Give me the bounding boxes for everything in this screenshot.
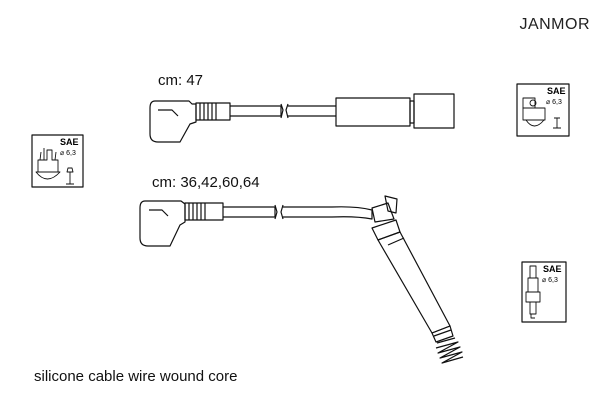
bottom-cable-spring-terminal: [435, 337, 464, 364]
top-cable-straight-boot: [335, 97, 411, 127]
sae-badge-left-title: SAE: [60, 137, 79, 147]
bottom-cable-plug-boot: [371, 219, 454, 343]
bottom-cable: [139, 195, 464, 364]
sae-badge-left-spec: ⌀ 6,3: [60, 150, 76, 157]
top-cable-wire: [230, 105, 282, 117]
bottom-cable-sleeve: [184, 202, 224, 221]
sae-badge-right-top-title: SAE: [547, 86, 566, 96]
sae-badge-right-bottom-title: SAE: [543, 264, 562, 274]
bottom-cable-wire: [223, 206, 276, 218]
sae-badge-left: [31, 134, 84, 188]
top-cable-terminal-cap: [413, 93, 455, 129]
bottom-cable-length-label: cm: 36,42,60,64: [152, 174, 260, 191]
brand-name: JANMOR: [519, 16, 590, 33]
bottom-cable-angled-boot: [139, 200, 186, 247]
top-cable-length-label: cm: 47: [158, 72, 204, 89]
sae-badge-right-bottom: [521, 261, 567, 323]
top-cable: [149, 93, 455, 143]
sae-badge-right-top-spec: ⌀ 6,3: [546, 99, 562, 106]
distributor-cap-icon: [522, 97, 561, 129]
spark-plug-icon: [525, 265, 541, 319]
cable-description: silicone cable wire wound core: [34, 368, 238, 385]
sae-badge-right-bottom-spec: ⌀ 6,3: [542, 277, 558, 284]
top-cable-angled-boot: [149, 100, 197, 143]
top-cable-sleeve: [195, 102, 231, 121]
distributor-cap-icon: [35, 148, 74, 185]
sae-badge-right-top: [516, 83, 570, 137]
